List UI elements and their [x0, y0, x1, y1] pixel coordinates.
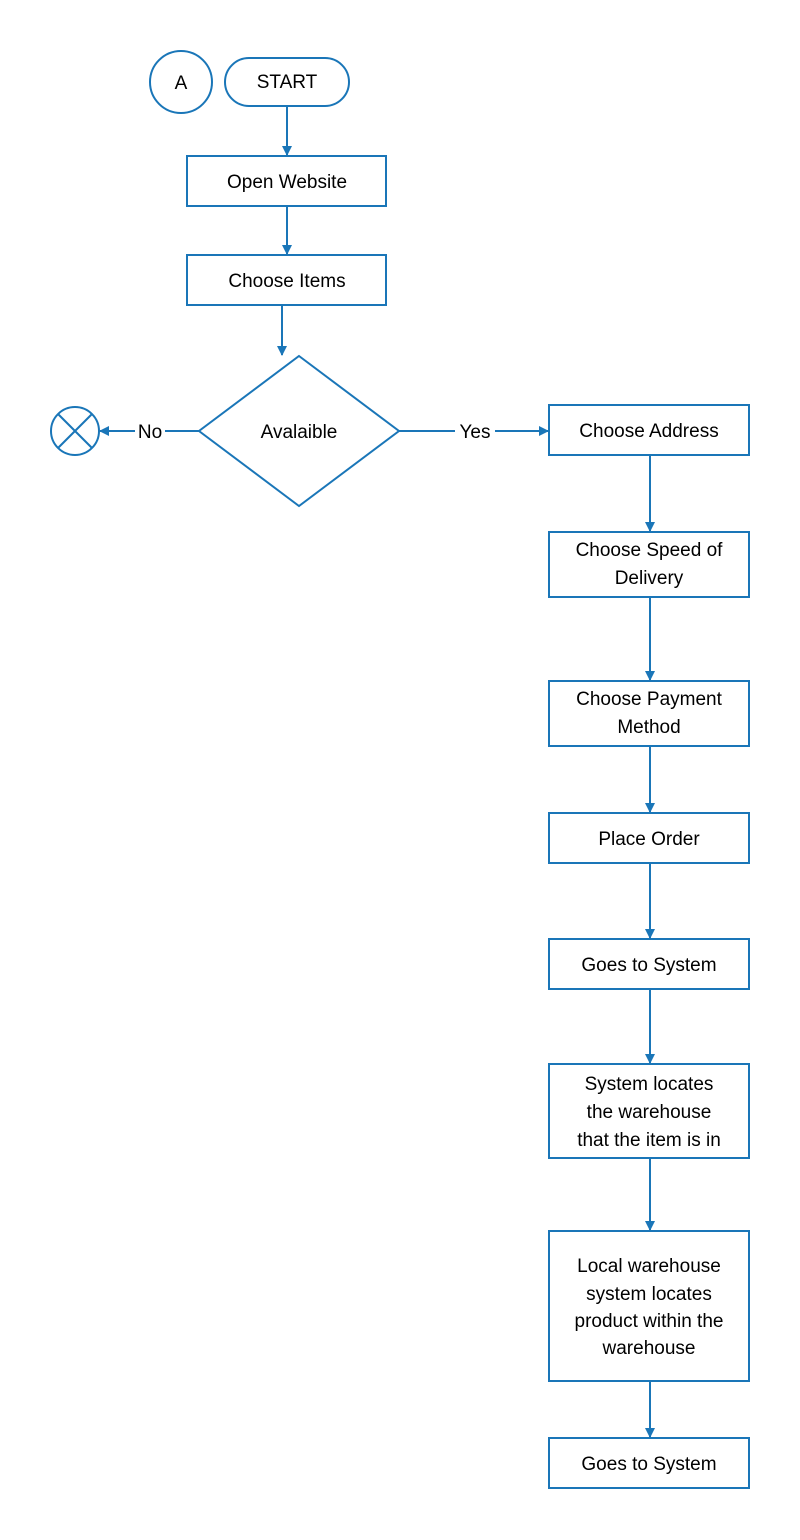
decision-label: Avalaible: [261, 422, 338, 443]
local-warehouse-label-line-3: product within the: [575, 1311, 724, 1332]
connector-a-label: A: [175, 73, 188, 94]
local-warehouse-label-line-2: system locates: [586, 1284, 712, 1305]
local-warehouse-label-line-4: warehouse: [602, 1338, 696, 1359]
choose-payment-label-line-1: Choose Payment: [576, 689, 722, 710]
end-terminate-cross-b: [57, 413, 93, 449]
system-locates-label-line-3: that the item is in: [577, 1130, 721, 1151]
choose-payment-label-line-2: Method: [617, 717, 680, 738]
goes-to-system-2-label: Goes to System: [581, 1454, 716, 1475]
yes-label: Yes: [460, 422, 491, 443]
available-decision-diamond: [197, 354, 401, 508]
system-locates-label-line-2: the warehouse: [587, 1102, 712, 1123]
no-label: No: [138, 422, 162, 443]
local-warehouse-label-line-1: Local warehouse: [577, 1256, 721, 1277]
choose-items-box: [186, 254, 387, 306]
connector-a-shape: [149, 50, 213, 114]
choose-speed-label-line-2: Delivery: [615, 568, 684, 589]
goes-to-system-2-box: [548, 1437, 750, 1489]
choose-speed-label-line-1: Choose Speed of: [576, 540, 724, 561]
start-label: START: [257, 72, 318, 93]
system-locates-label-line-1: System locates: [585, 1074, 714, 1095]
goes-to-system-1-label: Goes to System: [581, 955, 716, 976]
place-order-label: Place Order: [598, 829, 700, 850]
choose-items-label: Choose Items: [228, 271, 345, 292]
choose-address-label: Choose Address: [579, 421, 718, 442]
open-website-label: Open Website: [227, 172, 347, 193]
